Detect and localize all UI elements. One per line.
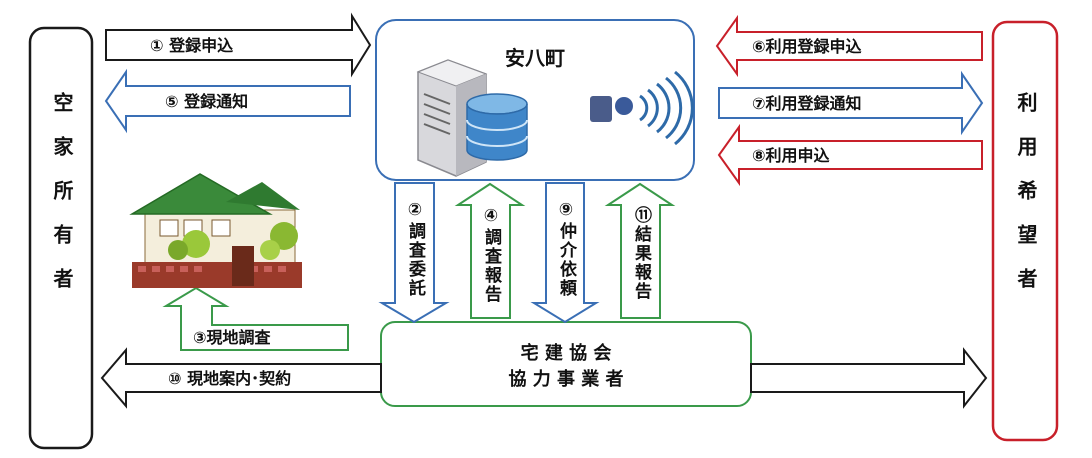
house-icon	[129, 173, 302, 288]
arrow-11-result-report	[604, 182, 676, 319]
arrow-6-use-register-apply	[715, 14, 983, 78]
arrow-2-label: ②調査委託	[405, 200, 425, 298]
arrow-11-label: ⑪結果報告	[631, 206, 651, 301]
arrow-6-label: ⑥利用登録申込	[752, 37, 862, 56]
arrow-8-label: ⑧利用申込	[752, 146, 830, 165]
arrow-7-label: ⑦利用登録通知	[752, 94, 862, 113]
arrow-4-survey-report	[454, 182, 526, 319]
arrow-3-label: ③現地調査	[193, 328, 271, 347]
arrow-5-register-notice	[104, 68, 351, 134]
arrow-10-right-head	[750, 347, 988, 409]
applicant-label: 利用希望者	[1014, 92, 1038, 312]
wireless-signal-icon	[590, 70, 694, 146]
arrow-8-use-apply	[717, 123, 983, 187]
arrow-1-label: ① 登録申込	[150, 36, 234, 55]
arrow-9-label: ⑨仲介依頼	[556, 200, 576, 298]
database-icon	[466, 93, 528, 161]
association-line1: 宅 建 協 会	[520, 343, 612, 364]
applicant-box	[991, 20, 1059, 442]
association-line2: 協 力 事 業 者	[508, 369, 624, 390]
arrow-4-label: ④調査報告	[481, 206, 501, 304]
owner-box	[28, 26, 94, 450]
town-label: 安八町	[505, 46, 565, 70]
arrow-3-site-survey	[162, 286, 349, 351]
arrow-2-survey-commission	[378, 182, 450, 324]
arrow-5-label: ⑤ 登録通知	[165, 92, 249, 111]
arrow-10-site-guide-contract	[100, 347, 382, 409]
owner-label: 空家所有者	[50, 92, 74, 312]
arrow-10-label: ⑩ 現地案内･契約	[168, 369, 292, 388]
arrow-7-use-register-notice	[718, 70, 984, 136]
arrow-1-register-apply	[105, 12, 372, 78]
arrow-9-brokerage-request	[530, 182, 600, 324]
